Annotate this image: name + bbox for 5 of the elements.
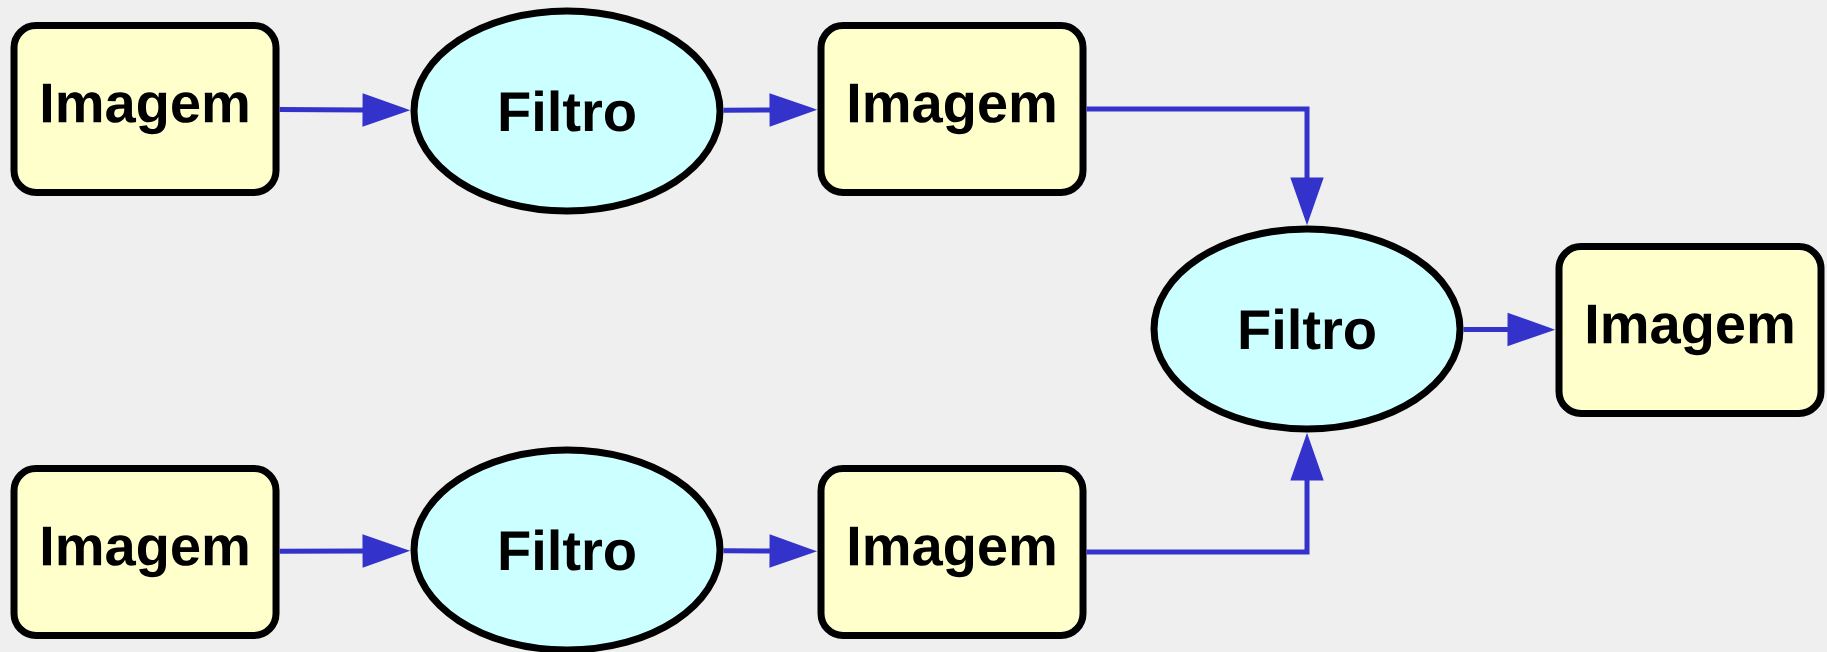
image-box: Imagem	[1555, 243, 1825, 417]
image-box: Imagem	[10, 22, 280, 196]
image-box: Imagem	[10, 465, 280, 639]
image-box: Imagem	[817, 22, 1087, 196]
image-box: Imagem	[817, 465, 1087, 639]
